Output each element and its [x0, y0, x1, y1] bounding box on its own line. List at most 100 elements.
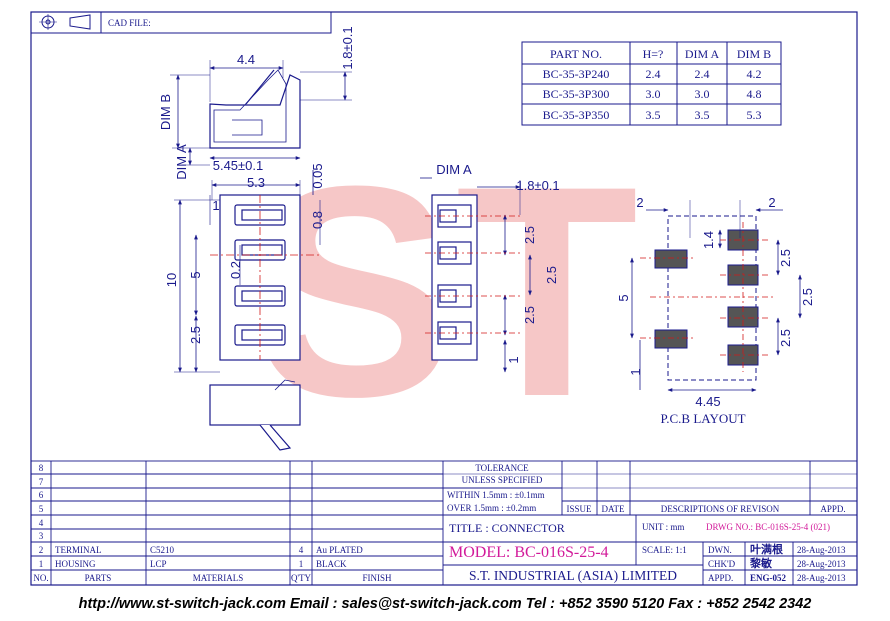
side-view [170, 60, 352, 166]
revision-label: DESCRIPTIONS OF REVISON [661, 504, 780, 514]
dwn-label: DWN. [708, 545, 732, 555]
table-cell: BC-35-3P300 [543, 87, 610, 101]
dim-18: 1.8±0.1 [516, 178, 559, 193]
row-num: NO. [33, 573, 48, 583]
cad-file-label: CAD FILE: [108, 18, 151, 28]
bom-header-materials: MATERIALS [193, 573, 244, 583]
mid-dim-a: DIM A [436, 162, 472, 177]
row-num: 7 [39, 477, 44, 487]
table-cell: BC-35-3P350 [543, 108, 610, 122]
dim-25-mid-b: 2.5 [544, 266, 559, 284]
bom-header-parts: PARTS [85, 573, 112, 583]
appd-label: APPD. [708, 573, 733, 583]
table-cell: 2.4 [646, 67, 661, 81]
row-num: 2 [39, 545, 44, 555]
appd-header: APPD. [820, 504, 845, 514]
row-num: 6 [39, 490, 44, 500]
dim-a-label: DIM A [174, 144, 189, 180]
dim-08: 0.8 [310, 211, 325, 229]
cad-header: CAD FILE: [30, 11, 332, 34]
row-num: 4 [39, 518, 44, 528]
dim-1-mid: 1 [506, 356, 521, 363]
title-block [30, 460, 858, 586]
dwn-date: 28-Aug-2013 [797, 545, 846, 555]
part-table: PART NO. H=? DIM A DIM B BC-35-3P240 2.4… [521, 41, 782, 126]
dim-25-mid-c: 2.5 [522, 306, 537, 324]
table-cell: 3.5 [695, 108, 710, 122]
appd-date: 28-Aug-2013 [797, 573, 846, 583]
row-num: 1 [39, 559, 44, 569]
tolerance-over: OVER 1.5mm : ±0.2mm [447, 503, 536, 513]
bom-part: HOUSING [55, 559, 96, 569]
table-cell: BC-35-3P240 [543, 67, 610, 81]
pcb-dim-25a: 2.5 [778, 249, 793, 267]
bom-header-qty: Q'TY [291, 573, 312, 583]
tolerance-within: WITHIN 1.5mm : ±0.1mm [447, 490, 545, 500]
table-cell: 3.0 [695, 87, 710, 101]
bom-qty: 4 [299, 545, 304, 555]
dim-005: 0.05 [310, 163, 325, 188]
pcb-dim-1: 1 [628, 368, 643, 375]
bom-qty: 1 [299, 559, 304, 569]
table-cell: 2.4 [695, 67, 710, 81]
tolerance-title: TOLERANCE [475, 463, 529, 473]
appd-name: ENG-052 [750, 573, 787, 583]
row-num: 3 [39, 531, 44, 541]
issue-label: ISSUE [566, 504, 592, 514]
row-num: 5 [39, 504, 44, 514]
pcb-dim-2a: 2 [636, 195, 643, 210]
bom-material: C5210 [150, 545, 175, 555]
bom-part: TERMINAL [55, 545, 102, 555]
col-part-no: PART NO. [550, 47, 602, 61]
pcb-dim-2b: 2 [768, 195, 775, 210]
chkd-name: 黎敏 [750, 556, 773, 570]
pcb-dim-445: 4.45 [695, 394, 720, 409]
bom-finish: Au PLATED [316, 545, 363, 555]
chkd-label: CHK'D [708, 559, 736, 569]
dim-top-height: 1.8±0.1 [340, 26, 355, 69]
dwn-name: 叶满根 [750, 542, 784, 556]
col-dim-b: DIM B [737, 47, 771, 61]
col-h: H=? [643, 47, 664, 61]
pcb-dim-5: 5 [616, 294, 631, 301]
title-text: TITLE : CONNECTOR [449, 521, 565, 535]
dim-10: 10 [164, 273, 179, 287]
lower-side-view [209, 379, 301, 451]
model-name: MODEL: BC-016S-25-4 [449, 544, 609, 561]
pcb-dim-25b: 2.5 [800, 288, 815, 306]
middle-centerlines [425, 215, 520, 334]
pcb-dim-25c: 2.5 [778, 329, 793, 347]
dim-5: 5 [188, 271, 203, 278]
table-cell: 4.8 [747, 87, 762, 101]
tolerance-sub: UNLESS SPECIFIED [462, 475, 543, 485]
dim-base-width: 5.45±0.1 [213, 158, 264, 173]
projection-icon [39, 14, 91, 30]
dim-25-mid-a: 2.5 [522, 226, 537, 244]
col-dim-a: DIM A [685, 47, 720, 61]
table-cell: 5.3 [747, 108, 762, 122]
dim-02: 0.2 [228, 261, 243, 279]
pcb-dim-14: 1.4 [701, 231, 716, 249]
pin-1-label: 1 [212, 198, 219, 213]
dim-b-label: DIM B [158, 94, 173, 130]
bom-finish: BLACK [316, 559, 347, 569]
bom-header-finish: FINISH [362, 573, 392, 583]
chkd-date: 28-Aug-2013 [797, 559, 846, 569]
drawing-number: DRWG NO.: BC-016S-25-4 (021) [706, 522, 830, 532]
row-num: 8 [39, 463, 44, 473]
dim-top-width: 4.4 [237, 52, 255, 67]
pcb-layout-label: P.C.B LAYOUT [660, 411, 745, 426]
table-cell: 3.5 [646, 108, 661, 122]
pcb-centerlines [640, 222, 775, 372]
dim-body-width: 5.3 [247, 175, 265, 190]
table-cell: 4.2 [747, 67, 762, 81]
table-cell: 3.0 [646, 87, 661, 101]
date-label: DATE [602, 504, 625, 514]
contact-footer: http://www.st-switch-jack.com Email : sa… [78, 596, 812, 612]
pcb-layout [630, 200, 802, 392]
unit-label: UNIT : mm [642, 522, 684, 532]
dim-25-left: 2.5 [188, 326, 203, 344]
bom-material: LCP [150, 559, 167, 569]
scale-label: SCALE: 1:1 [642, 545, 687, 555]
